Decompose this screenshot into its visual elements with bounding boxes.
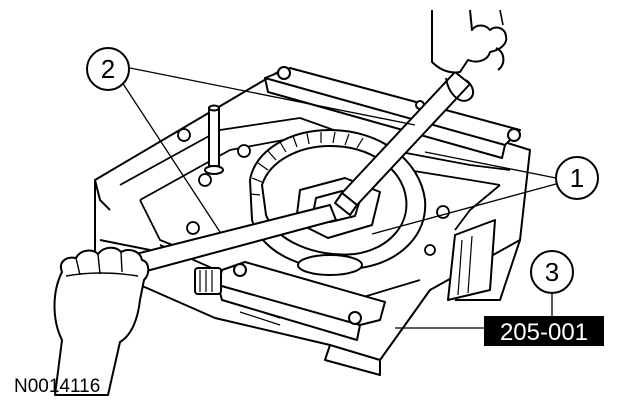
guide-pin bbox=[204, 104, 224, 175]
frame-bolts bbox=[177, 128, 450, 293]
tool-number-badge: 205-001 bbox=[484, 316, 604, 346]
callout-2: 2 bbox=[86, 47, 130, 91]
lower-clamp-rail bbox=[194, 261, 386, 341]
lower-hand bbox=[53, 246, 150, 396]
callout-3-label: 3 bbox=[545, 257, 559, 287]
upper-pry-bar bbox=[334, 71, 471, 216]
leader-callout-1-a bbox=[371, 183, 557, 235]
tool-number-label: 205-001 bbox=[500, 319, 588, 346]
callout-2-label: 2 bbox=[101, 54, 115, 84]
callout-1-label: 1 bbox=[570, 163, 584, 193]
callout-3: 3 bbox=[530, 250, 574, 294]
leader-callout-2-b bbox=[129, 67, 416, 126]
figure-id: N0014116 bbox=[14, 376, 100, 397]
leader-lines bbox=[117, 67, 557, 329]
callout-1: 1 bbox=[555, 156, 599, 200]
leader-callout-2-a bbox=[117, 75, 221, 233]
upper-hand bbox=[431, 9, 508, 102]
right-side-plate bbox=[447, 219, 496, 301]
leader-callout-1-b bbox=[424, 151, 557, 179]
